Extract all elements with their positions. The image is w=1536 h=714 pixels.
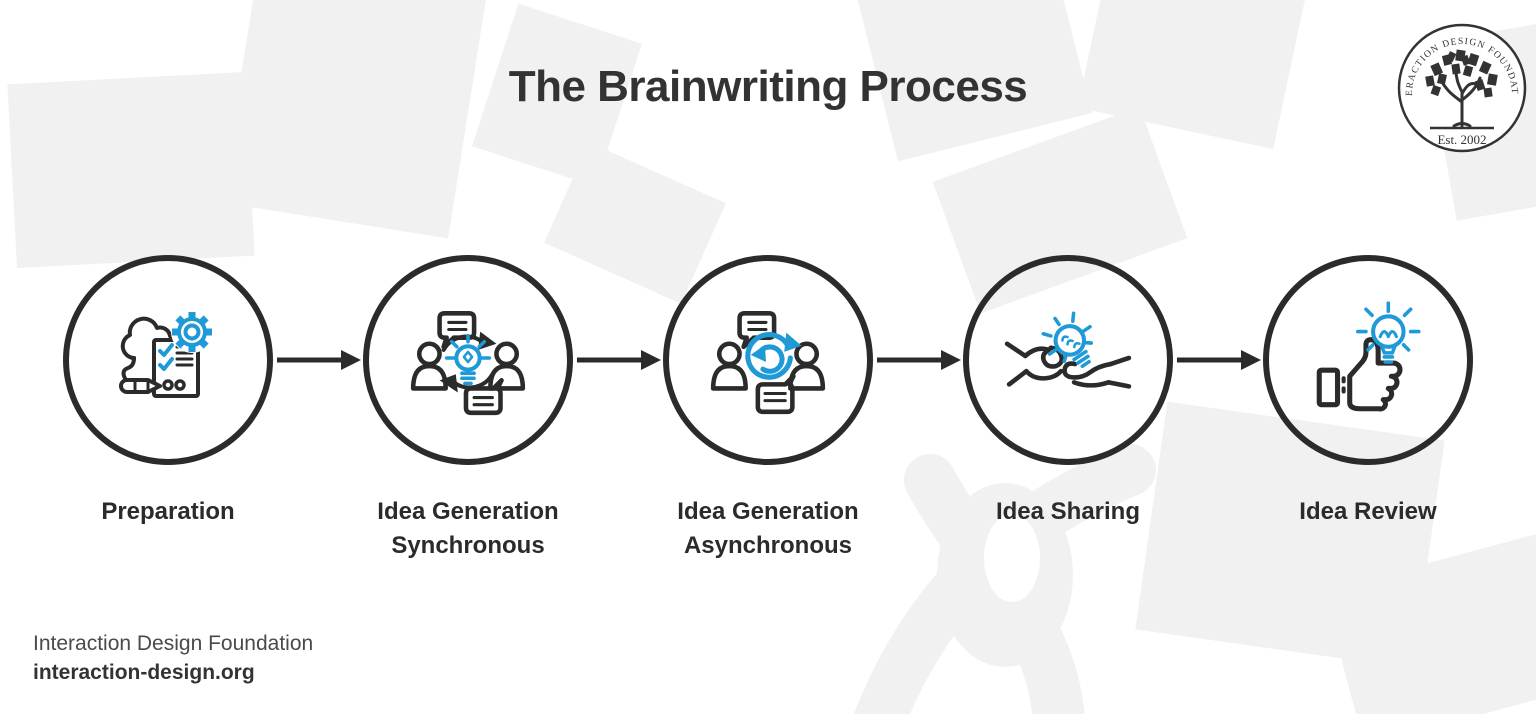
flow-arrow	[877, 350, 961, 370]
flow-arrow	[577, 350, 661, 370]
asynchronous-idea-generation-icon	[710, 310, 826, 415]
receiving-hand-glyph	[1062, 355, 1132, 389]
pencil-glyph	[119, 378, 162, 394]
step-circle	[663, 255, 873, 465]
giving-hand-glyph	[1004, 341, 1064, 387]
sync-arrows-glyph	[745, 332, 802, 380]
footer: Interaction Design Foundation interactio…	[33, 632, 313, 685]
idf-logo: INTERACTION DESIGN FOUNDATION	[1392, 15, 1528, 159]
footer-website: interaction-design.org	[33, 661, 255, 684]
footer-organization: Interaction Design Foundation	[33, 632, 314, 655]
preparation-icon	[119, 311, 213, 398]
step-label: Idea Generation Asynchronous	[677, 498, 859, 559]
synchronous-idea-generation-icon	[410, 310, 526, 416]
process-flow: Preparation	[0, 255, 1536, 562]
process-step-preparation: Preparation	[63, 255, 273, 529]
step-circle	[363, 255, 573, 465]
page-title: The Brainwriting Process	[508, 62, 1028, 111]
idea-sharing-icon	[1004, 311, 1132, 389]
step-label: Preparation	[101, 498, 235, 525]
step-circle	[1263, 255, 1473, 465]
process-step-idea-generation-synchronous: Idea Generation Synchronous	[363, 255, 573, 562]
lightbulb-glyph	[1356, 301, 1421, 364]
step-label: Idea Generation Synchronous	[377, 498, 559, 559]
idf-logo-stamp: INTERACTION DESIGN FOUNDATION	[1392, 15, 1527, 153]
logo-established-text: Est. 2002	[1437, 132, 1486, 147]
step-circle	[963, 255, 1173, 465]
step-label: Idea Sharing	[995, 498, 1141, 525]
process-step-idea-sharing: Idea Sharing	[963, 255, 1173, 529]
process-step-idea-generation-asynchronous: Idea Generation Asynchronous	[663, 255, 873, 562]
flow-arrow	[1177, 350, 1261, 370]
thumbs-up-glyph	[1316, 337, 1403, 412]
gear-glyph	[171, 311, 213, 353]
process-step-idea-review: Idea Review	[1263, 255, 1473, 529]
lightbulb-glyph	[444, 333, 492, 386]
step-label: Idea Review	[1299, 498, 1437, 525]
flow-arrow	[277, 350, 361, 370]
idea-review-icon	[1316, 301, 1421, 412]
lightbulb-glyph	[1041, 311, 1093, 369]
logo-tree-icon	[1425, 49, 1498, 130]
step-circle	[63, 255, 273, 465]
